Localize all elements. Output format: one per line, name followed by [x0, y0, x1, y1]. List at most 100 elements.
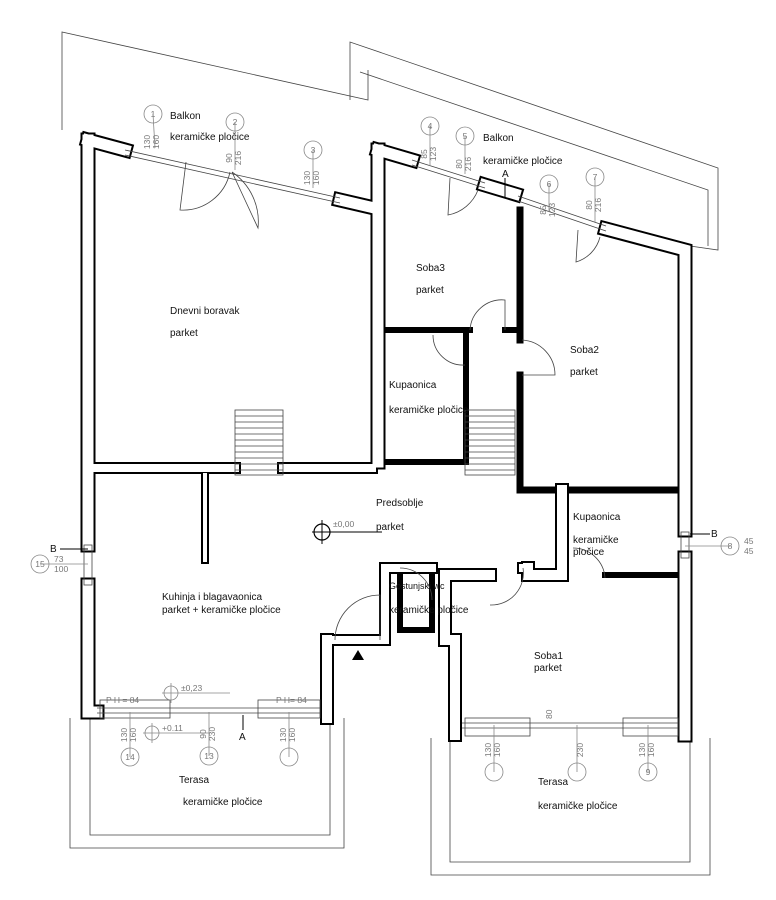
- tag-width: 80: [584, 200, 594, 210]
- tag-height: 160: [492, 743, 502, 757]
- tag-circle: [420, 116, 440, 136]
- tag-height: 230: [207, 727, 217, 741]
- tag-height: 160: [287, 728, 297, 742]
- entrance-arrow-icon: [352, 650, 364, 660]
- room-floor: keramičke pločice: [183, 797, 263, 808]
- level-marker-icon: [162, 683, 230, 703]
- room-name: Kupaonica: [573, 512, 621, 523]
- level-marker-icon: [312, 520, 382, 544]
- room-name: Dnevni boravak: [170, 306, 240, 317]
- tag-width: 90: [224, 153, 234, 163]
- tag-id: 3: [311, 145, 316, 155]
- tag-width: 85: [538, 205, 548, 215]
- tag-height: 160: [311, 171, 321, 185]
- terrace-outlines: [69, 718, 711, 876]
- room-name: Predsoblje: [376, 498, 424, 509]
- level-value: ±0,23: [181, 683, 202, 693]
- room-name: Balkon: [170, 111, 201, 122]
- room-floor: parket: [570, 367, 598, 378]
- tag-width: 85: [419, 149, 429, 159]
- sill-height: P H= 84: [276, 695, 307, 705]
- level-markers: ±0,00 ±0,23 +0.11 P H = 84 P H= 84: [106, 519, 382, 743]
- tag-circle: [720, 536, 740, 556]
- stairs: [234, 409, 516, 476]
- room-name: Gostunjski wc: [389, 581, 445, 591]
- tag-circle: [567, 762, 587, 782]
- room-name: Soba1: [534, 651, 563, 662]
- tag-id: 6: [547, 179, 552, 189]
- room-name: Balkon: [483, 133, 514, 144]
- walls: [78, 130, 693, 743]
- tag-id: 13: [204, 751, 214, 761]
- tag-circle: [225, 112, 245, 132]
- room-floor: pločice: [573, 547, 605, 558]
- room-name: Terasa: [179, 775, 209, 786]
- balcony-outlines: [61, 31, 719, 251]
- room-floor: parket + keramičke pločice: [162, 605, 281, 616]
- tag-height: 216: [463, 157, 473, 171]
- tag-circle: [638, 762, 658, 782]
- tag-height: 123: [428, 147, 438, 161]
- tag-id: 4: [428, 121, 433, 131]
- sill-height: P H = 84: [106, 695, 139, 705]
- tag-width: 130: [142, 135, 152, 149]
- level-value: ±0,00: [333, 519, 354, 529]
- section-label: A: [239, 732, 246, 743]
- room-floor: keramičke: [573, 535, 619, 546]
- room-name: Soba3: [416, 263, 445, 274]
- section-marks: A A B B 80: [50, 169, 718, 743]
- tag-id: 15: [35, 559, 45, 569]
- tag-id: 14: [125, 752, 135, 762]
- tag-width: 130: [278, 728, 288, 742]
- room-floor: parket: [170, 328, 198, 339]
- tag-circle: [484, 762, 504, 782]
- room-floor: keramičke pločice: [538, 801, 618, 812]
- room-name: Kuhinja i blagavaonica: [162, 592, 263, 603]
- tag-width: 80: [454, 159, 464, 169]
- tag-id: 2: [233, 117, 238, 127]
- tag-circle: [585, 167, 605, 187]
- tag-circle: [279, 747, 299, 767]
- tag-id: 9: [646, 767, 651, 777]
- tag-height: 230: [575, 743, 585, 757]
- room-labels: Balkon keramičke pločice Balkon keramičk…: [162, 111, 621, 812]
- tag-circle: [199, 746, 219, 766]
- tag-circle: [120, 747, 140, 767]
- window-tag: 230: [567, 725, 587, 782]
- tag-id: 1: [151, 109, 156, 119]
- room-floor: parket: [534, 663, 562, 674]
- level-value: +0.11: [162, 723, 183, 733]
- tag-id: 7: [593, 172, 598, 182]
- room-floor: parket: [376, 522, 404, 533]
- room-floor: keramičke pločice: [389, 605, 469, 616]
- tag-width: 73: [54, 554, 64, 564]
- room-floor: parket: [416, 285, 444, 296]
- tag-circle: [455, 126, 475, 146]
- room-floor: keramičke pločice: [170, 132, 250, 143]
- room-name: Soba2: [570, 345, 599, 356]
- door-dimension: 80: [544, 709, 554, 719]
- doors: [179, 161, 606, 641]
- tag-height: 160: [128, 728, 138, 742]
- tag-height: 100: [54, 564, 68, 574]
- section-label: B: [711, 529, 718, 540]
- room-floor: keramičke pločice: [483, 156, 563, 167]
- tag-circle: [143, 104, 163, 124]
- tag-circle: [303, 140, 323, 160]
- tag-height: 216: [233, 151, 243, 165]
- tag-width: 90: [198, 729, 208, 739]
- room-name: Kupaonica: [389, 380, 437, 391]
